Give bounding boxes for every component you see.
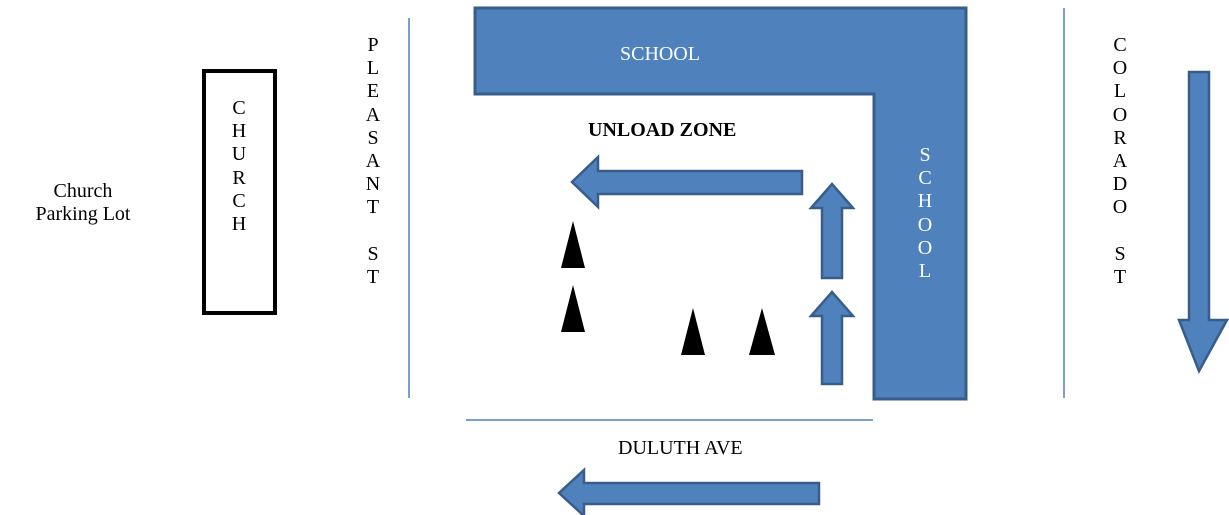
arrow-up-icon — [808, 182, 856, 280]
church-building — [202, 69, 277, 315]
vertical-letter: L — [918, 260, 932, 283]
vertical-letter: O — [1112, 196, 1128, 219]
vertical-letter: S — [1114, 242, 1126, 265]
school-building-top — [473, 6, 968, 96]
vertical-letter — [358, 220, 388, 243]
school-top-label: SCHOOL — [620, 43, 701, 65]
vertical-letter: T — [366, 196, 380, 219]
vertical-letter: O — [917, 213, 933, 236]
vertical-letter: O — [917, 236, 933, 259]
vertical-letter: R — [232, 166, 246, 189]
traffic-cone-icon — [561, 221, 585, 268]
vertical-letter: O — [1112, 103, 1128, 126]
vertical-letter: N — [365, 173, 381, 196]
vertical-letter: L — [1113, 80, 1127, 103]
vertical-letter: C — [232, 97, 246, 119]
vertical-letter: C — [232, 189, 246, 212]
vertical-letter: H — [231, 120, 247, 143]
vertical-letter: A — [1112, 150, 1128, 173]
arrow-left-icon — [570, 154, 804, 210]
traffic-cone-icon — [749, 308, 775, 355]
traffic-cone-icon — [681, 308, 705, 355]
arrow-up-icon — [808, 290, 856, 386]
vertical-letter — [1105, 220, 1135, 243]
vertical-letter: R — [1113, 126, 1127, 149]
duluth-ave-label: DULUTH AVE — [618, 437, 743, 459]
arrow-down-icon — [1177, 70, 1229, 374]
vertical-letter: E — [366, 80, 380, 103]
vertical-letter: L — [366, 57, 380, 80]
arrow-left-icon — [557, 467, 821, 515]
vertical-letter: D — [1112, 173, 1128, 196]
vertical-letter: U — [231, 143, 247, 166]
traffic-cone-icon — [561, 285, 585, 332]
vertical-letter: S — [367, 126, 379, 149]
vertical-letter: H — [231, 213, 247, 236]
vertical-letter: A — [365, 103, 381, 126]
vertical-letter: S — [367, 242, 379, 265]
church-parking-lot-label: Church Parking Lot — [35, 180, 131, 225]
vertical-letter: P — [367, 34, 379, 56]
vertical-letter: C — [1113, 34, 1127, 56]
vertical-letter: C — [918, 167, 932, 190]
unload-zone-label: UNLOAD ZONE — [588, 119, 737, 141]
vertical-letter: T — [366, 266, 380, 289]
vertical-letter: A — [365, 150, 381, 173]
vertical-letter: T — [1113, 266, 1127, 289]
vertical-letter: H — [917, 190, 933, 213]
vertical-letter: S — [919, 144, 931, 166]
vertical-letter: O — [1112, 57, 1128, 80]
